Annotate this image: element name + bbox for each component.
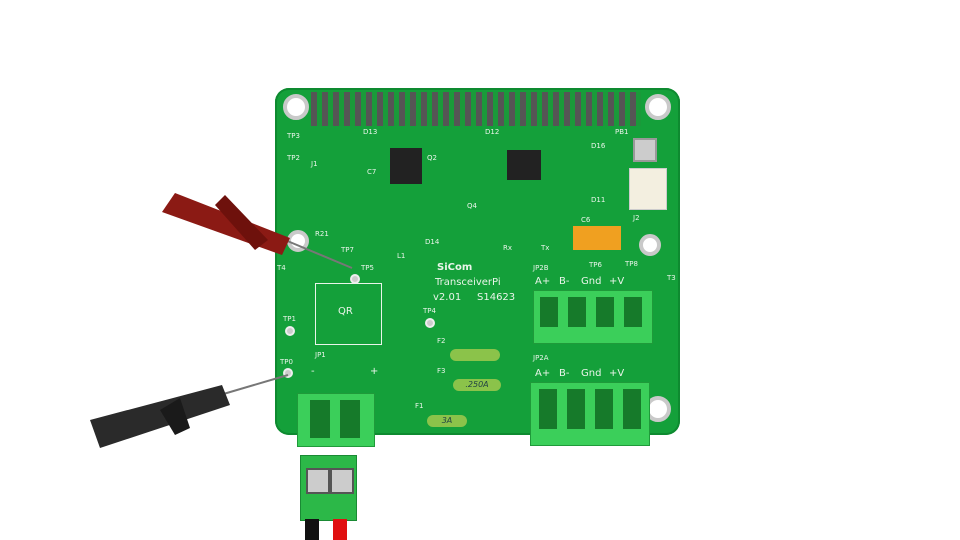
qr-area: QR bbox=[315, 283, 382, 345]
d14-label: D14 bbox=[425, 238, 440, 246]
d13-label: D13 bbox=[363, 128, 378, 136]
test-point-tp0[interactable] bbox=[283, 368, 293, 378]
pin-label: Gnd bbox=[581, 368, 602, 379]
tp2-label: TP2 bbox=[287, 154, 300, 162]
black-probe[interactable] bbox=[90, 374, 289, 448]
tp0-label: TP0 bbox=[280, 358, 293, 366]
version-label: v2.01 bbox=[433, 292, 462, 303]
serial-label: S14623 bbox=[477, 292, 516, 303]
pin-label: B- bbox=[559, 368, 570, 379]
push-button-pb1[interactable] bbox=[633, 138, 657, 162]
f1-label: F1 bbox=[415, 402, 424, 410]
plug-screw bbox=[306, 468, 330, 494]
terminal-jp2b[interactable] bbox=[533, 290, 653, 344]
power-terminal-jp1[interactable] bbox=[297, 393, 375, 447]
r21-label: R21 bbox=[315, 230, 329, 238]
product-name: TransceiverPi bbox=[435, 277, 501, 288]
gpio-header bbox=[311, 92, 641, 126]
red-probe[interactable] bbox=[162, 193, 353, 269]
jp1-label: JP1 bbox=[315, 351, 326, 359]
test-point-tp4[interactable] bbox=[425, 318, 435, 328]
rx-label: Rx bbox=[503, 244, 513, 252]
q2-label: Q2 bbox=[427, 154, 437, 162]
connector-j2 bbox=[629, 168, 667, 210]
plug-connector[interactable] bbox=[300, 455, 357, 521]
j1-label: J1 bbox=[311, 160, 318, 168]
fuse-f1: 3A bbox=[427, 415, 467, 427]
qr-label: QR bbox=[338, 306, 353, 317]
brand-logo: SiCom bbox=[437, 262, 473, 273]
pin-label: +V bbox=[609, 368, 625, 379]
pin-label: Gnd bbox=[581, 276, 602, 287]
fuse-f3: .250A bbox=[453, 379, 501, 391]
pin-label: B- bbox=[559, 276, 570, 287]
f2-label: F2 bbox=[437, 337, 446, 345]
pcb-board: QR TP3 TP2 TP7 TP5 TP1 TP0 TP4 TP6 TP8 J… bbox=[275, 88, 680, 447]
jp2a-label: JP2A bbox=[533, 354, 549, 362]
pin-label: A+ bbox=[535, 368, 551, 379]
plug-screw bbox=[330, 468, 354, 494]
mount-hole bbox=[283, 94, 309, 120]
pb1-label: PB1 bbox=[615, 128, 629, 136]
tp8-label: TP8 bbox=[625, 260, 638, 268]
mount-hole bbox=[639, 234, 661, 256]
f3-label: F3 bbox=[437, 367, 446, 375]
capacitor-c6 bbox=[573, 226, 621, 250]
tp6-label: TP6 bbox=[589, 261, 602, 269]
t3-label: T3 bbox=[667, 274, 676, 282]
jp1-minus: - bbox=[311, 366, 315, 377]
red-wire bbox=[333, 519, 347, 540]
test-point-tp1[interactable] bbox=[285, 326, 295, 336]
tp7-label: TP7 bbox=[341, 246, 354, 254]
l1-label: L1 bbox=[397, 252, 406, 260]
fuse-f2 bbox=[450, 349, 500, 361]
tp4-label: TP4 bbox=[423, 307, 436, 315]
jp2b-label: JP2B bbox=[533, 264, 549, 272]
tp3-label: TP3 bbox=[287, 132, 300, 140]
tp5-label: TP5 bbox=[361, 264, 374, 272]
mount-hole bbox=[645, 94, 671, 120]
pin-label: +V bbox=[609, 276, 625, 287]
d16-label: D16 bbox=[591, 142, 606, 150]
regulator-q2 bbox=[390, 148, 422, 184]
c7-label: C7 bbox=[367, 168, 377, 176]
tx-label: Tx bbox=[541, 244, 550, 252]
black-wire bbox=[305, 519, 319, 540]
d11-label: D11 bbox=[591, 196, 606, 204]
terminal-jp2a[interactable] bbox=[530, 382, 650, 446]
d12-label: D12 bbox=[485, 128, 500, 136]
j2-label: J2 bbox=[633, 214, 640, 222]
t4-label: T4 bbox=[277, 264, 286, 272]
pin-label: A+ bbox=[535, 276, 551, 287]
ic-d12 bbox=[507, 150, 541, 180]
jp2a-pin-labels: A+ B- Gnd +V bbox=[533, 368, 643, 382]
jp2b-pin-labels: A+ B- Gnd +V bbox=[533, 276, 643, 290]
tp1-label: TP1 bbox=[283, 315, 296, 323]
q4-label: Q4 bbox=[467, 202, 477, 210]
jp1-plus: + bbox=[370, 366, 379, 377]
test-point-tp5[interactable] bbox=[350, 274, 360, 284]
c6-label: C6 bbox=[581, 216, 591, 224]
